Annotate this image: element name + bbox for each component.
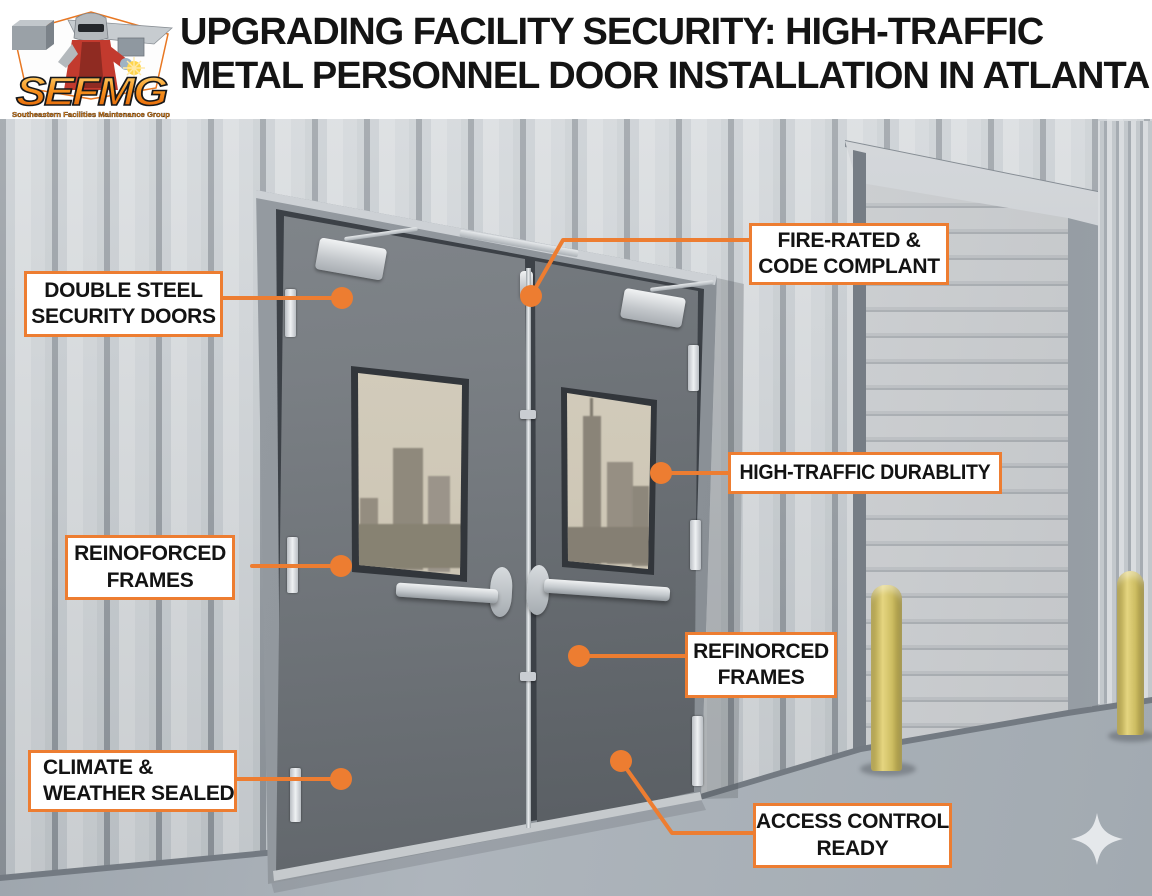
page-title: UPGRADING FACILITY SECURITY: HIGH-TRAFFI…	[180, 10, 1150, 98]
callout-text: READY	[816, 836, 889, 860]
callout-climate-weather-sealed: CLIMATE & WEATHER SEALED	[28, 750, 237, 812]
vertical-rod-astragal	[526, 268, 531, 828]
hinge	[285, 289, 296, 337]
welder-figure-icon	[58, 12, 145, 90]
callout-double-steel-security-doors: DOUBLE STEEL SECURITY DOORS	[24, 271, 223, 337]
rod-bracket	[520, 410, 536, 419]
callout-text: FIRE-RATED &	[777, 228, 921, 252]
sparkle-icon	[1071, 813, 1123, 865]
skyline-lowrise-band	[358, 524, 462, 568]
logo-toolbox	[12, 20, 54, 50]
callout-text: FRAMES	[106, 568, 194, 592]
callout-text: CLIMATE &	[43, 755, 154, 779]
leader-line-group	[220, 238, 758, 835]
callout-text: WEATHER SEALED	[43, 782, 235, 805]
leader-dot-group	[330, 285, 672, 790]
callout-text: REFINORCED	[693, 639, 829, 663]
logo-brand-text: SEFMG	[16, 70, 167, 114]
callout-fire-rated-code-compliant: FIRE-RATED & CODE COMPLANT	[749, 223, 949, 285]
callout-text: REINOFORCED	[74, 542, 226, 566]
callout-text: ACCESS CONTROL	[756, 810, 949, 834]
safety-bollard-left	[871, 585, 902, 771]
hinge	[692, 716, 703, 786]
rod-bracket	[520, 672, 536, 681]
callout-text: DOUBLE STEEL	[44, 278, 203, 302]
hinge	[290, 768, 301, 822]
callout-access-control-ready: ACCESS CONTROL READY	[753, 803, 952, 868]
callout-text: SECURITY DOORS	[31, 305, 216, 328]
callout-text: FRAMES	[717, 666, 805, 689]
skyline-lowrise-band	[567, 527, 651, 563]
brand-logo: SEFMG Southeastern Facilities Maintenanc…	[12, 11, 173, 119]
logo-metal-box	[117, 37, 145, 57]
skyline-antenna	[590, 398, 593, 422]
page-title-line2: METAL PERSONNEL DOOR INSTALLATION IN ATL…	[180, 55, 1150, 97]
page-title-line1: UPGRADING FACILITY SECURITY: HIGH-TRAFFI…	[180, 11, 1044, 53]
callout-reinforced-frames-right: REFINORCED FRAMES	[685, 632, 837, 698]
safety-bollard-right	[1117, 571, 1144, 735]
callout-high-traffic-durability: HIGH-TRAFFIC DURABLITY	[728, 452, 1002, 494]
hinge	[688, 345, 699, 391]
hinge	[690, 520, 701, 570]
callout-text: CODE COMPLANT	[758, 255, 940, 278]
callout-text: HIGH-TRAFFIC DURABLITY	[739, 460, 991, 484]
logo-tagline-text: Southeastern Facilities Maintenance Grou…	[12, 110, 171, 119]
callout-reinforced-frames-left: REINOFORCED FRAMES	[65, 535, 235, 600]
